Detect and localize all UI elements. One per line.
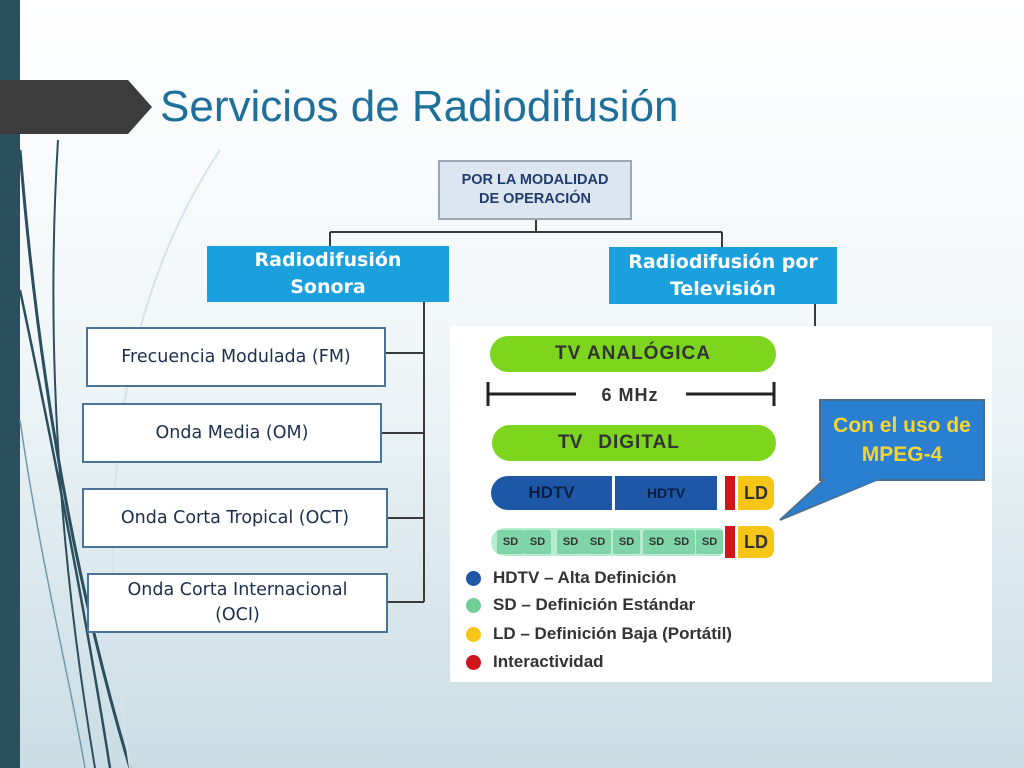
legend-item-sd: SD – Definición Estándar	[466, 593, 695, 617]
root-node: POR LA MODALIDAD DE OPERACIÓN	[438, 160, 632, 220]
legend-item-interactivity: Interactividad	[466, 650, 604, 674]
sd-channel-box: SD	[613, 530, 640, 554]
legend-label-sd: SD – Definición Estándar	[493, 595, 696, 614]
ld-label-2: LD	[744, 531, 768, 552]
item-oci: Onda Corta Internacional (OCI)	[87, 573, 388, 633]
ld-segment-1: LD	[738, 476, 774, 510]
sd-channel-box: SD	[584, 530, 611, 554]
hdtv-label-2: HDTV	[646, 485, 686, 501]
hdtv-segment-1: HDTV	[491, 476, 612, 510]
tv-analog-label: TV ANALÓGICA	[555, 343, 711, 364]
interactivity-marker-1	[725, 476, 735, 510]
sd-channel-box: SD	[643, 530, 670, 554]
bandwidth-label: 6 MHz	[601, 384, 659, 405]
legend-dot-ld	[466, 626, 481, 642]
sd-channel-box: SD	[696, 530, 723, 554]
legend-label-hdtv: HDTV – Alta Definición	[493, 568, 677, 587]
legend-dot-hdtv	[466, 570, 481, 586]
legend-dot-interactivity	[466, 654, 481, 670]
tv-analog-bar: TV ANALÓGICA	[490, 336, 776, 372]
bandwidth-marker	[486, 382, 776, 406]
callout-bubble	[779, 399, 985, 521]
category-sonora: Radiodifusión Sonora	[207, 246, 449, 302]
interactivity-marker-2	[725, 526, 735, 558]
item-fm: Frecuencia Modulada (FM)	[86, 327, 386, 387]
sd-channel-box: SD	[557, 530, 584, 554]
tv-digital-label-a: TV	[558, 432, 583, 453]
sd-channel-box: SD	[668, 530, 695, 554]
category-television: Radiodifusión por Televisión	[609, 247, 837, 304]
legend-item-ld: LD – Definición Baja (Portátil)	[466, 622, 732, 646]
legend-label-ld: LD – Definición Baja (Portátil)	[493, 624, 732, 643]
tv-digital-bar: TV DIGITAL	[492, 425, 776, 461]
item-oct: Onda Corta Tropical (OCT)	[82, 488, 388, 548]
legend-item-hdtv: HDTV – Alta Definición	[466, 566, 677, 590]
sd-channel-box: SD	[524, 530, 551, 554]
hdtv-segment-2: HDTV	[615, 476, 717, 510]
tv-digital-label-b: DIGITAL	[598, 432, 680, 453]
legend-dot-sd	[466, 597, 481, 613]
legend-label-interactivity: Interactividad	[493, 652, 604, 671]
sd-channel-box: SD	[497, 530, 524, 554]
item-om: Onda Media (OM)	[82, 403, 382, 463]
hdtv-label-1: HDTV	[528, 483, 575, 502]
ld-label-1: LD	[744, 482, 768, 503]
ld-segment-2: LD	[738, 526, 774, 558]
page-title: Servicios de Radiodifusión	[160, 82, 679, 131]
callout-text: Con el uso de MPEG-4	[833, 414, 971, 466]
